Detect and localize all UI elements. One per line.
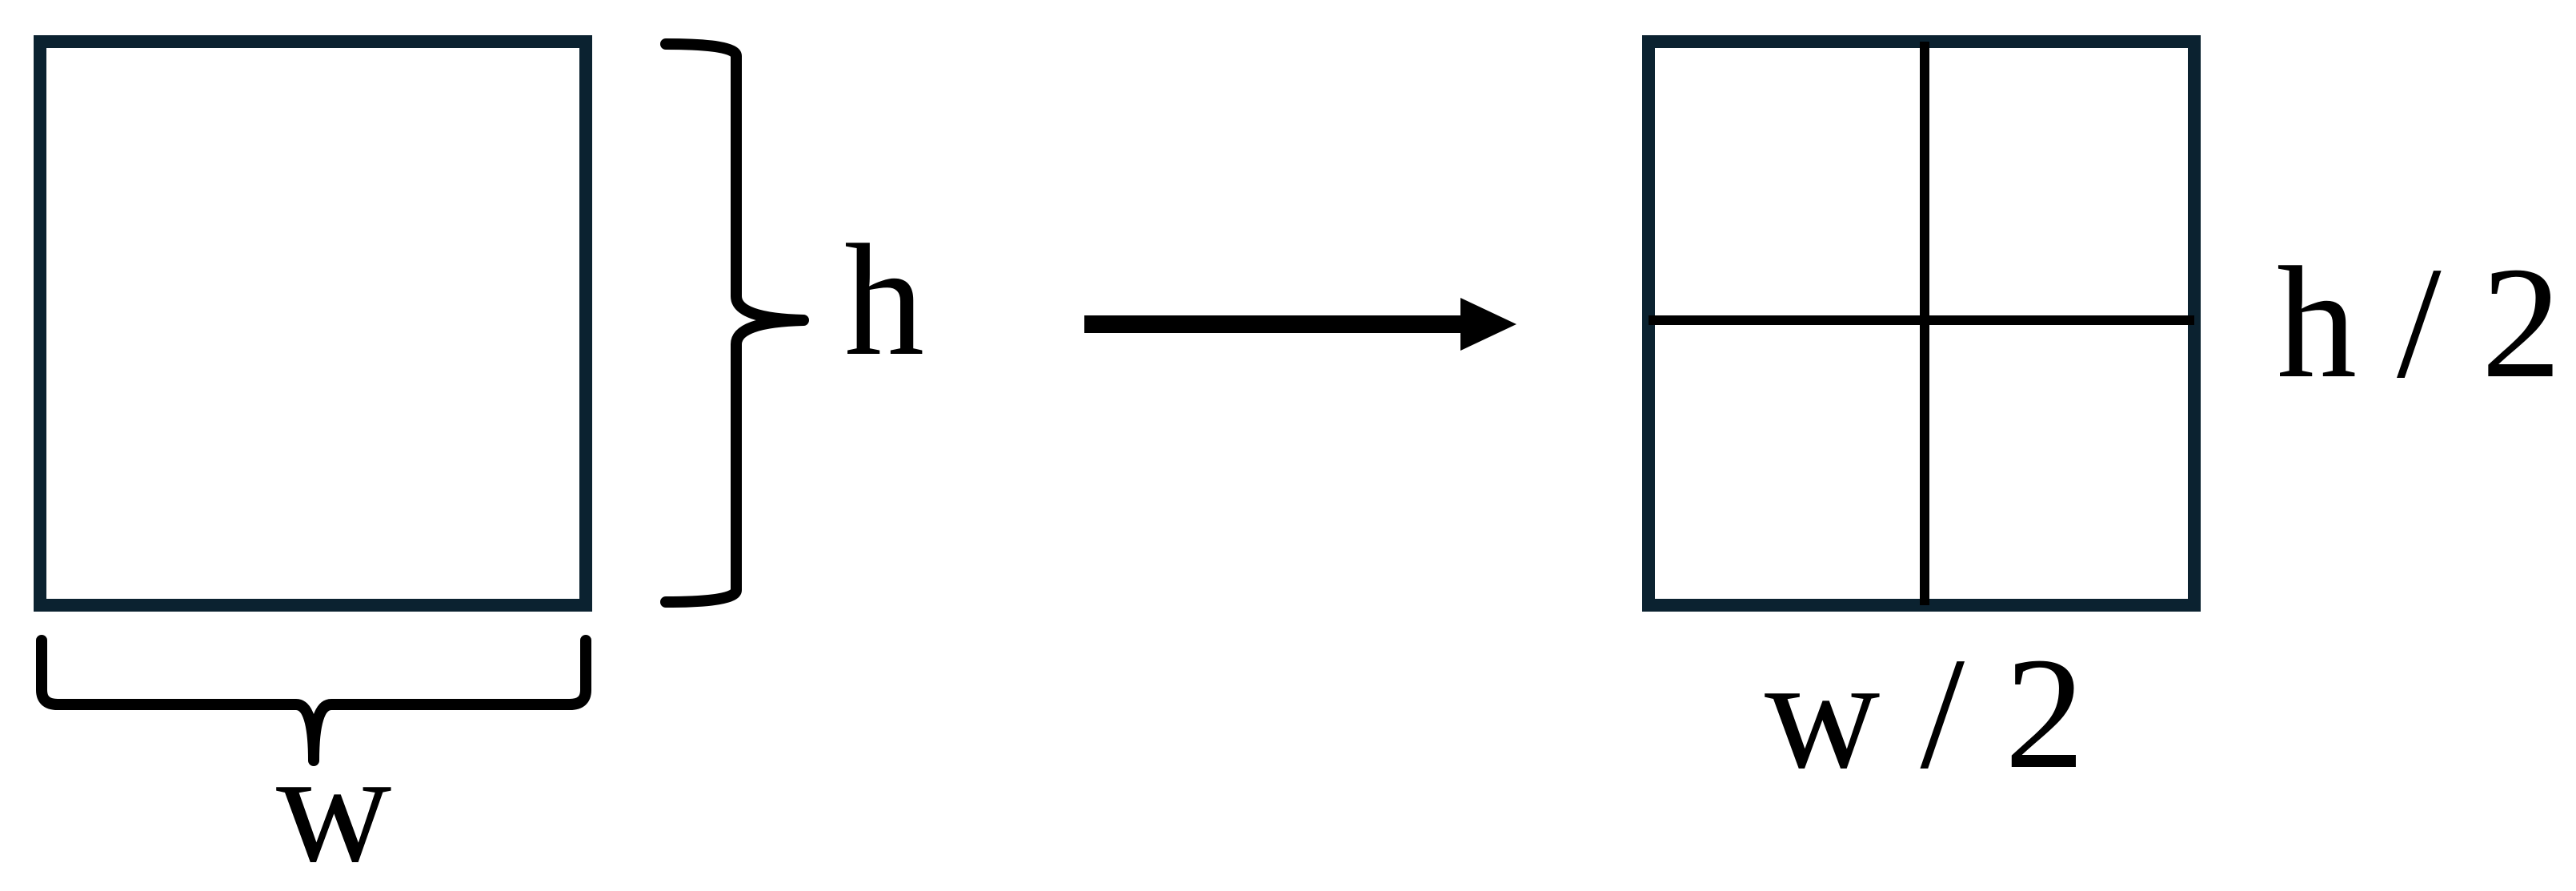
half-height-label: h / 2 <box>2277 235 2562 411</box>
arrow-head-icon <box>1460 298 1516 351</box>
width-brace <box>36 635 591 766</box>
original-square <box>34 35 592 612</box>
height-label: h <box>844 212 924 389</box>
height-brace <box>660 38 809 608</box>
half-width-label: w / 2 <box>1765 625 2085 802</box>
width-label: w <box>276 719 391 891</box>
